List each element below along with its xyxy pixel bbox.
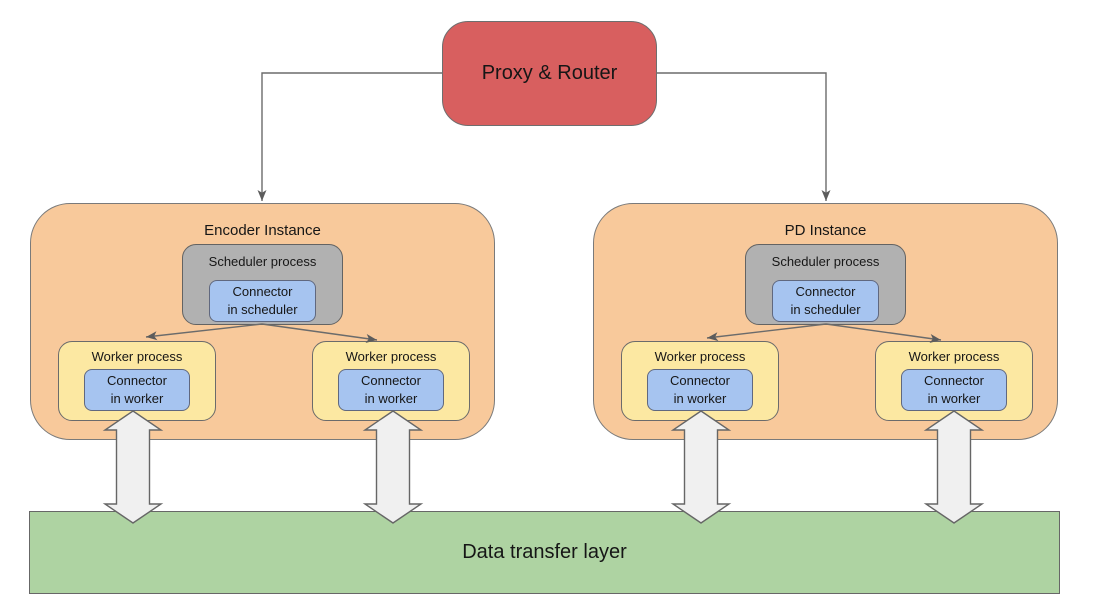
- pd-connector-in-scheduler-box: Connector in scheduler: [772, 280, 879, 322]
- pd-worker-2-box: Worker process Connector in worker: [875, 341, 1033, 421]
- encoder-connector-in-scheduler-box: Connector in scheduler: [209, 280, 316, 322]
- connector-label-line2: in worker: [927, 391, 981, 406]
- connector-label-line2: in scheduler: [790, 302, 861, 317]
- pd-worker-2-connector-box: Connector in worker: [901, 369, 1007, 411]
- connector-label-line2: in worker: [364, 391, 418, 406]
- worker-process-label: Worker process: [345, 349, 437, 364]
- router-to-encoder-arrow: [257, 72, 442, 201]
- connector-label-line1: Connector: [795, 284, 856, 299]
- proxy-router-label: Proxy & Router: [481, 62, 618, 84]
- worker-process-label: Worker process: [91, 349, 183, 364]
- connector-label-line2: in worker: [673, 391, 727, 406]
- encoder-workers-row: Worker process Connector in worker Worke…: [58, 341, 470, 421]
- encoder-worker-2-connector-box: Connector in worker: [338, 369, 444, 411]
- data-transfer-layer-label: Data transfer layer: [462, 541, 627, 563]
- connector-label-line2: in scheduler: [227, 302, 298, 317]
- connector-label-line2: in worker: [110, 391, 164, 406]
- pd-scheduler-process-box: Scheduler process Connector in scheduler: [745, 244, 906, 325]
- router-to-pd-arrow: [657, 72, 831, 201]
- connector-label-line1: Connector: [924, 373, 984, 388]
- pd-instance-title: PD Instance: [784, 222, 867, 239]
- encoder-instance-title: Encoder Instance: [204, 222, 321, 239]
- scheduler-process-label: Scheduler process: [208, 254, 317, 269]
- encoder-worker-2-box: Worker process Connector in worker: [312, 341, 470, 421]
- data-transfer-layer-box: Data transfer layer: [29, 511, 1060, 594]
- pd-workers-row: Worker process Connector in worker Worke…: [621, 341, 1033, 421]
- pd-worker-1-box: Worker process Connector in worker: [621, 341, 779, 421]
- connector-label-line1: Connector: [232, 284, 293, 299]
- connector-label-line1: Connector: [670, 373, 730, 388]
- encoder-worker-1-connector-box: Connector in worker: [84, 369, 190, 411]
- encoder-worker-1-box: Worker process Connector in worker: [58, 341, 216, 421]
- proxy-router-box: Proxy & Router: [442, 21, 657, 126]
- pd-instance-box: PD Instance Scheduler process Connector …: [593, 203, 1058, 440]
- worker-process-label: Worker process: [654, 349, 746, 364]
- pd-worker-1-connector-box: Connector in worker: [647, 369, 753, 411]
- encoder-instance-box: Encoder Instance Scheduler process Conne…: [30, 203, 495, 440]
- connector-label-line1: Connector: [107, 373, 167, 388]
- encoder-scheduler-process-box: Scheduler process Connector in scheduler: [182, 244, 343, 325]
- worker-process-label: Worker process: [908, 349, 1000, 364]
- scheduler-process-label: Scheduler process: [771, 254, 880, 269]
- connector-label-line1: Connector: [361, 373, 421, 388]
